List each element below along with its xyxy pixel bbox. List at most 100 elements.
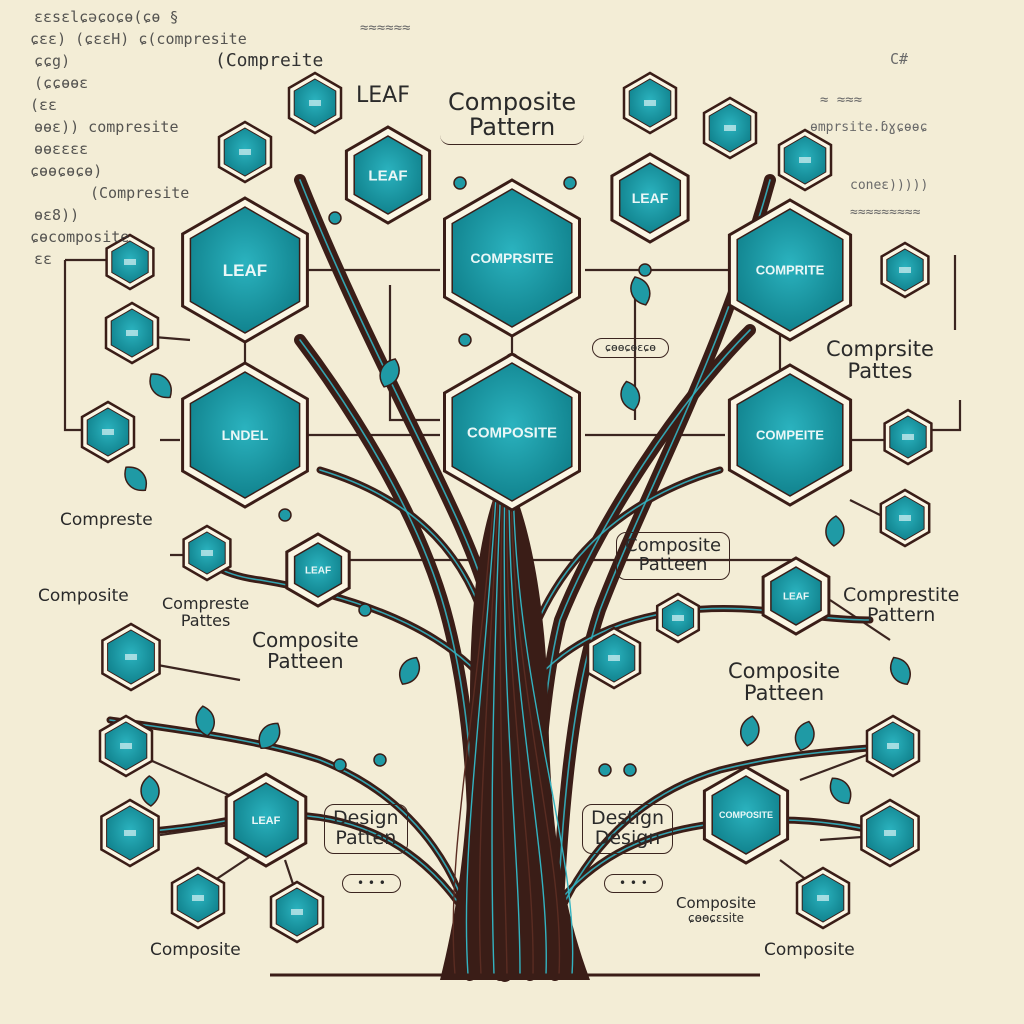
code-line: ɵɛ8)) — [34, 206, 80, 224]
leaf-node-square — [217, 120, 273, 184]
hex-node-composite-low-right: COMPOSITE — [702, 765, 790, 865]
hex-fill — [618, 162, 682, 234]
leaf-shape — [620, 380, 641, 412]
node-glyph — [899, 267, 911, 273]
hex-label: LEAF — [223, 261, 267, 280]
caption-line: Composite — [676, 894, 757, 912]
leaf-shape — [195, 705, 215, 737]
hex-fill — [233, 782, 299, 858]
node-glyph — [239, 149, 251, 155]
tree-leaves — [124, 176, 911, 807]
hex-label: COMPOSITE — [467, 424, 557, 441]
node-dot — [328, 211, 342, 225]
node-glyph — [644, 100, 656, 106]
trunk-fiber — [506, 479, 534, 976]
title-line1: Composite — [448, 88, 577, 116]
caption-line: Design — [333, 807, 399, 829]
hex-node-composite-right: COMPRITE — [727, 198, 853, 342]
scribble-text: ≈ ≈≈≈ — [820, 92, 863, 108]
hex-fill — [451, 188, 573, 328]
node-glyph — [192, 895, 204, 901]
caption-line: Pattes — [180, 610, 231, 630]
caption-right-3: Composite Patteen — [728, 660, 840, 704]
leaf-node-square — [182, 524, 232, 582]
tree-branch-highlight — [554, 179, 771, 976]
node-glyph — [124, 830, 136, 836]
code-line: (Compresite — [90, 184, 190, 202]
node-dot — [638, 263, 652, 277]
leaf-node-square — [865, 714, 921, 778]
node-glyph — [102, 429, 114, 435]
caption-line: Patten — [335, 826, 397, 849]
caption-bottom-left: Composite — [150, 940, 241, 960]
caption-line: Comprestite — [843, 584, 960, 606]
trunk-body — [440, 470, 590, 980]
caption-bottom-right-2: Composite — [764, 940, 855, 960]
caption-line: ɕɵɵɕɛsite — [688, 910, 745, 925]
hex-fill — [770, 566, 822, 626]
node-dot — [458, 333, 472, 347]
leaf-node-square — [622, 71, 678, 135]
connector-line — [149, 758, 241, 802]
code-line: ɛɛsɛlɕəɕoɕɵ(ɕɵ § — [34, 8, 179, 26]
dots-pill-right: • • • — [604, 874, 663, 893]
scribble-text: ≈≈≈≈≈≈≈≈≈ — [850, 205, 921, 220]
square-nodes — [80, 71, 933, 944]
scribble-text: C# — [890, 50, 909, 68]
leaf-shape — [124, 466, 147, 492]
trunk-fiber — [465, 479, 498, 976]
scribble-text: ɵmprsite.ɓɣɕɵɵɕ — [810, 120, 928, 135]
node-dot — [333, 758, 347, 772]
hex-fill — [736, 373, 844, 497]
caption-line: Composite — [625, 535, 722, 556]
dots-pill-left: • • • — [342, 874, 401, 893]
node-glyph — [884, 830, 896, 836]
caption-line: Patteen — [743, 681, 825, 706]
scribble-text: (Compreite — [215, 50, 324, 71]
code-line: ɕɛɛ) (ɕɛɛH) ɕ(compresite — [30, 30, 247, 48]
node-glyph — [902, 434, 914, 440]
code-line: ɵɵɛɛɛɛ — [34, 140, 89, 158]
leaf-shape — [258, 722, 281, 750]
caption-line: Composite — [728, 659, 841, 683]
node-dot — [598, 763, 612, 777]
tree-branch-highlight — [519, 607, 871, 701]
leaf-shape — [829, 777, 852, 805]
hex-fill — [711, 775, 781, 855]
caption-bottom-right-1: Composite ɕɵɵɕɛsite — [676, 894, 757, 925]
scribble-text: coneɛ))))) — [850, 178, 929, 193]
code-line: ɕɕg) — [34, 52, 71, 70]
hex-label: LEAF — [252, 815, 281, 827]
trunk-fiber — [452, 479, 496, 976]
leaf-node-square — [879, 488, 931, 548]
code-line: ɕɵɵɕɵɕɵ) — [30, 162, 103, 180]
leaf-node-square — [586, 626, 642, 690]
caption-left-1: Compreste — [60, 510, 153, 530]
hex-label: COMPRITE — [756, 263, 825, 278]
hex-label: LEAF — [305, 566, 331, 577]
leaf-node-square — [795, 866, 851, 930]
trunk-fiber — [512, 479, 574, 976]
hex-node-leaf-mid-left: LNDEL — [181, 361, 309, 509]
leaf-shape — [890, 656, 911, 686]
node-dot — [278, 508, 292, 522]
node-glyph — [124, 259, 136, 265]
hex-fill — [189, 206, 301, 334]
node-dot — [358, 603, 372, 617]
leaf-shape — [794, 720, 815, 752]
leaf-shape — [630, 276, 651, 306]
caption-line: Comprsite — [826, 337, 934, 361]
hex-node-composite-mid: COMPOSITE — [443, 352, 581, 512]
caption-line: Compreste — [162, 594, 250, 613]
leaf-shape — [379, 358, 400, 388]
scribble-text: ≈≈≈≈≈≈ — [360, 20, 411, 36]
node-dot — [373, 753, 387, 767]
leaf-node-square — [100, 798, 160, 868]
leaf-node-square — [777, 128, 833, 192]
leaf-node-square — [104, 301, 160, 365]
hex-fill — [189, 371, 301, 499]
connector-line — [849, 499, 881, 516]
hex-label: LNDEL — [222, 427, 269, 443]
caption-line: Composite — [252, 628, 359, 652]
